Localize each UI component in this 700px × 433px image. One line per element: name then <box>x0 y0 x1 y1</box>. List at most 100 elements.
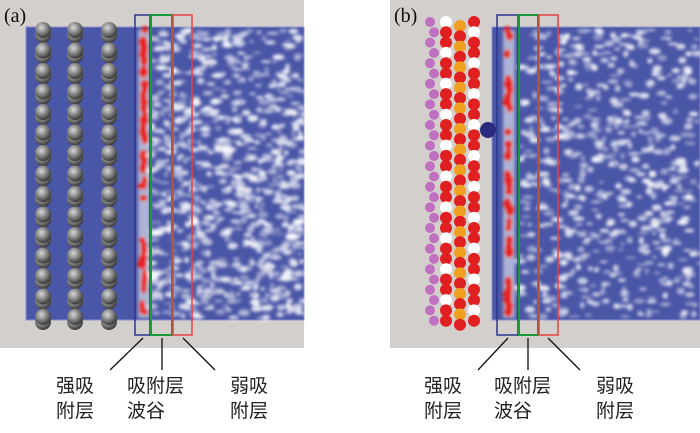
density-high-spot <box>137 182 148 190</box>
density-blob <box>232 147 237 150</box>
panel-a-graphene-layers <box>35 22 117 330</box>
density-blob <box>285 39 291 42</box>
density-blob <box>560 294 568 299</box>
carbon-atom <box>35 22 51 38</box>
density-blob <box>237 142 248 147</box>
density-blob <box>298 158 309 164</box>
density-blob <box>275 97 286 102</box>
density-blob <box>149 114 160 121</box>
carbon-atom <box>35 206 51 223</box>
surface-atom <box>454 308 466 321</box>
density-blob <box>186 138 195 144</box>
density-blob <box>676 287 685 295</box>
density-blob <box>262 314 271 322</box>
surface-atom <box>440 160 452 173</box>
carbon-atom <box>101 104 117 120</box>
density-blob <box>255 106 263 113</box>
density-blob <box>582 239 590 245</box>
panel-b-label-strong-line2: 附层 <box>424 400 462 422</box>
density-blob <box>622 297 629 302</box>
density-blob <box>604 245 616 252</box>
density-blob <box>656 263 666 267</box>
density-blob <box>532 93 537 100</box>
density-blob <box>174 242 179 246</box>
density-blob <box>227 169 236 172</box>
density-blob <box>640 114 652 121</box>
density-blob <box>286 171 297 175</box>
density-blob <box>559 83 567 88</box>
density-blob <box>257 158 267 162</box>
density-blob <box>274 189 283 194</box>
density-blob <box>652 255 657 259</box>
density-blob <box>260 297 269 303</box>
density-blob <box>163 119 169 126</box>
density-blob <box>649 310 661 313</box>
density-blob <box>211 98 224 104</box>
surface-atom <box>429 233 439 244</box>
density-blob <box>249 39 254 43</box>
density-blob <box>661 117 673 125</box>
density-blob <box>233 173 238 179</box>
density-blob <box>573 204 583 211</box>
density-blob <box>201 47 212 52</box>
surface-atom <box>440 16 452 28</box>
density-blob <box>619 152 626 160</box>
density-blob <box>694 160 700 168</box>
panel-a-label-weak-line2: 附层 <box>230 400 268 422</box>
density-blob <box>264 261 273 268</box>
density-blob <box>563 251 573 259</box>
density-blob <box>264 66 269 74</box>
density-blob <box>174 189 184 195</box>
density-blob <box>608 231 618 238</box>
density-blob <box>218 163 230 168</box>
density-blob <box>651 69 661 72</box>
surface-atom <box>425 161 435 172</box>
density-blob <box>165 275 176 281</box>
surface-atom <box>468 36 480 49</box>
density-blob <box>599 228 610 233</box>
density-blob <box>173 83 182 86</box>
surface-atom <box>429 109 439 120</box>
surface-atom <box>440 242 452 255</box>
density-blob <box>240 267 248 274</box>
density-blob <box>600 57 609 64</box>
density-blob <box>202 186 208 193</box>
density-blob <box>267 273 274 279</box>
density-blob <box>218 217 224 221</box>
density-blob <box>290 121 299 127</box>
density-blob <box>222 144 233 150</box>
density-blob <box>592 249 600 253</box>
density-blob <box>681 78 687 84</box>
density-blob <box>263 221 269 227</box>
density-blob <box>298 231 306 234</box>
density-blob <box>677 258 689 261</box>
density-blob <box>600 154 613 160</box>
surface-atom <box>468 314 480 327</box>
density-blob <box>225 54 234 60</box>
density-blob <box>281 42 289 48</box>
density-blob <box>180 247 188 252</box>
density-blob <box>255 95 265 100</box>
density-blob <box>649 127 660 135</box>
density-blob <box>294 311 306 315</box>
carbon-atom <box>67 63 83 79</box>
density-blob <box>562 172 570 177</box>
density-blob <box>287 110 300 115</box>
density-high-spot <box>140 281 147 295</box>
surface-atom <box>425 37 435 48</box>
density-blob <box>267 97 277 103</box>
density-blob <box>575 134 586 139</box>
density-blob <box>628 220 638 228</box>
density-blob <box>530 67 538 73</box>
density-high-spot <box>140 53 148 67</box>
density-blob <box>270 148 280 155</box>
surface-atom <box>440 46 452 59</box>
carbon-atom <box>101 309 117 325</box>
surface-atom <box>454 50 466 63</box>
density-blob <box>246 28 254 33</box>
density-blob <box>535 171 545 177</box>
density-blob <box>570 269 576 274</box>
density-blob <box>276 130 282 134</box>
density-blob <box>641 147 651 153</box>
density-blob <box>590 92 595 97</box>
